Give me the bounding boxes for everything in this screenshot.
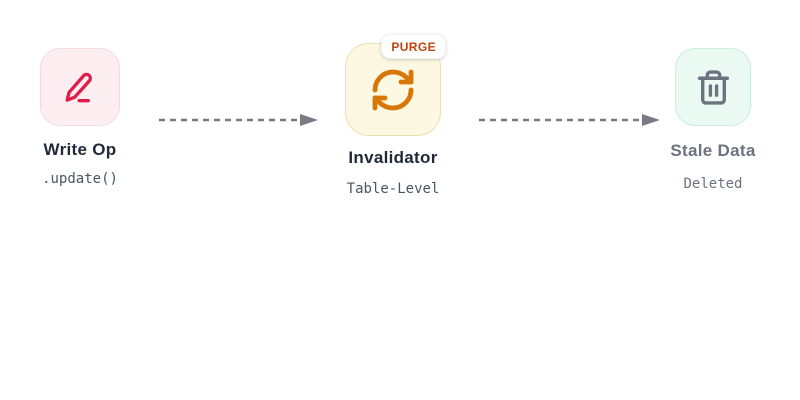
node-subtitle: Table-Level: [346, 181, 440, 197]
node-title: Invalidator: [348, 148, 438, 167]
arrow-write-to-invalidator: [158, 112, 319, 128]
purge-badge: PURGE: [381, 34, 446, 59]
arrow-invalidator-to-stale: [478, 112, 661, 128]
refresh-icon: [372, 69, 414, 110]
node-title: Write Op: [43, 140, 117, 159]
stale-data-box: [675, 48, 751, 126]
node-subtitle: Deleted: [683, 176, 743, 192]
node-title: Stale Data: [670, 141, 756, 160]
trash-icon: [697, 69, 729, 105]
node-stale-data: Stale Data Deleted: [643, 48, 783, 193]
dashed-arrow-icon: [159, 114, 318, 126]
write-op-box: [40, 48, 120, 126]
dashed-arrow-icon: [479, 114, 660, 126]
node-write-op: Write Op .update(): [10, 48, 150, 188]
pencil-icon: [65, 72, 92, 103]
node-subtitle: .update(): [42, 171, 118, 187]
invalidator-box: PURGE: [345, 34, 446, 136]
node-invalidator: PURGE Invalidator Table-Level: [323, 34, 463, 198]
